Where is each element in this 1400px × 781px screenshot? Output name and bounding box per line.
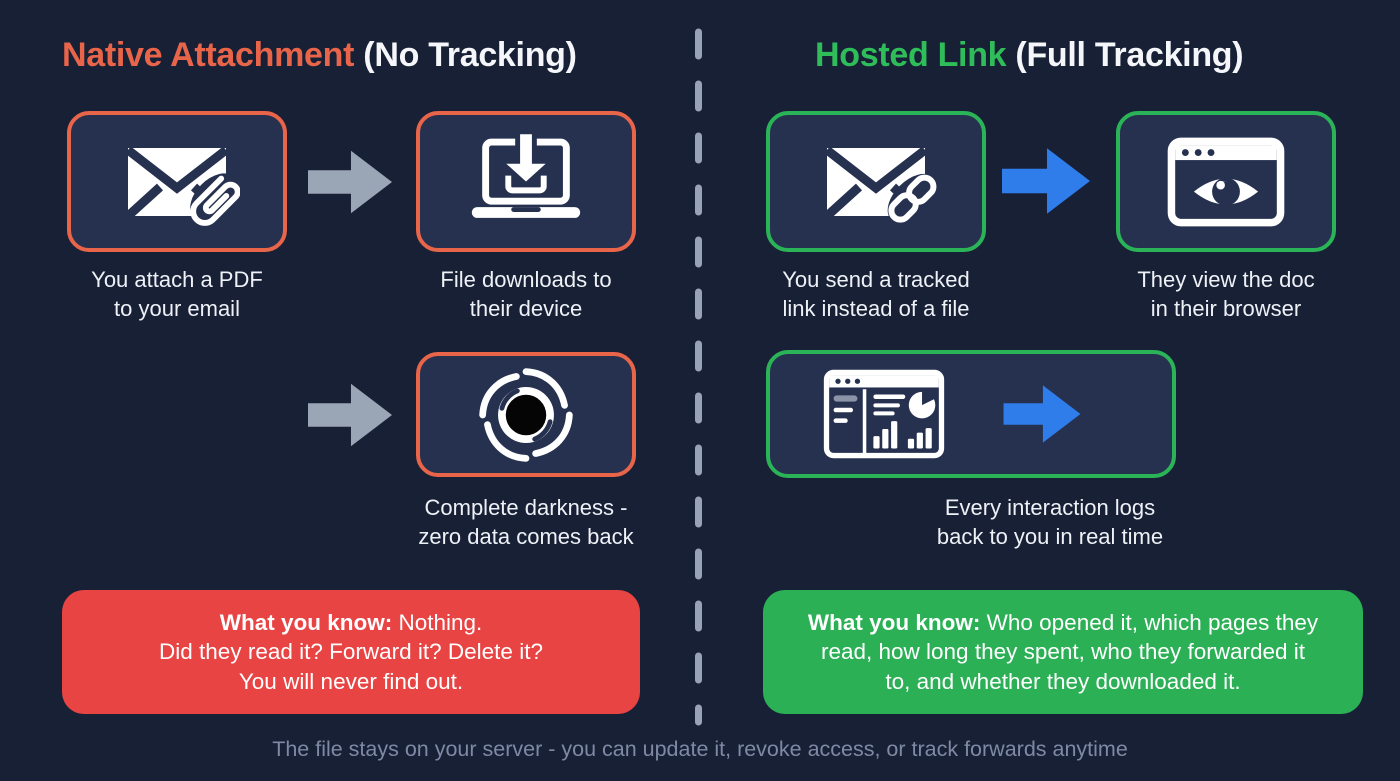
summary-line: read, how long they spent, who they forw… bbox=[820, 639, 1306, 665]
gray-arrow-right-icon bbox=[308, 383, 392, 447]
blue-arrow-right-icon bbox=[1002, 148, 1090, 214]
browser-eye-icon bbox=[1167, 137, 1285, 226]
left-column-title: Native Attachment (No Tracking) bbox=[62, 36, 577, 75]
left-title-rest: (No Tracking) bbox=[354, 36, 577, 74]
envelope-link-icon bbox=[823, 145, 938, 223]
summary-line: You will never find out. bbox=[238, 668, 464, 694]
attachment-email-box bbox=[67, 111, 287, 252]
summary-label: What you know: bbox=[219, 609, 393, 635]
summary-line: to, and whether they downloaded it. bbox=[885, 668, 1241, 694]
laptop-download-icon bbox=[471, 134, 581, 218]
file-download-box bbox=[416, 111, 636, 252]
caption-view-in-browser: They view the doc in their browser bbox=[1137, 267, 1315, 321]
summary-label: What you know: bbox=[807, 609, 981, 635]
left-title-highlight: Native Attachment bbox=[62, 36, 355, 74]
blue-arrow-right-icon bbox=[1003, 385, 1081, 443]
caption-send-tracked-link: You send a tracked link instead of a fil… bbox=[782, 267, 970, 321]
right-column-title: Hosted Link (Full Tracking) bbox=[815, 36, 1244, 75]
browser-view-box bbox=[1116, 111, 1336, 252]
right-title-rest: (Full Tracking) bbox=[1006, 36, 1244, 74]
envelope-paperclip-icon bbox=[124, 145, 240, 226]
caption-attach-pdf: You attach a PDF to your email bbox=[91, 267, 263, 321]
right-title-highlight: Hosted Link bbox=[815, 36, 1007, 74]
analytics-dashboard-icon bbox=[823, 369, 945, 459]
summary-line: Did they read it? Forward it? Delete it? bbox=[159, 639, 543, 665]
no-tracking-summary-box: What you know: Nothing. Did they read it… bbox=[62, 590, 640, 714]
tracked-link-email-box bbox=[766, 111, 986, 252]
summary-line: What you know: Nothing. bbox=[219, 609, 483, 635]
gray-arrow-right-icon bbox=[308, 150, 392, 214]
caption-complete-darkness: Complete darkness - zero data comes back bbox=[418, 495, 634, 549]
caption-file-downloads: File downloads to their device bbox=[440, 267, 612, 321]
black-hole-icon bbox=[479, 367, 573, 462]
full-tracking-summary-box: What you know: Who opened it, which page… bbox=[763, 590, 1363, 714]
no-data-void-box bbox=[416, 352, 636, 477]
analytics-logging-box bbox=[766, 350, 1176, 478]
summary-line: What you know: Who opened it, which page… bbox=[807, 609, 1319, 635]
caption-interaction-logs: Every interaction logs back to you in re… bbox=[936, 495, 1164, 549]
footer-note: The file stays on your server - you can … bbox=[272, 737, 1128, 761]
